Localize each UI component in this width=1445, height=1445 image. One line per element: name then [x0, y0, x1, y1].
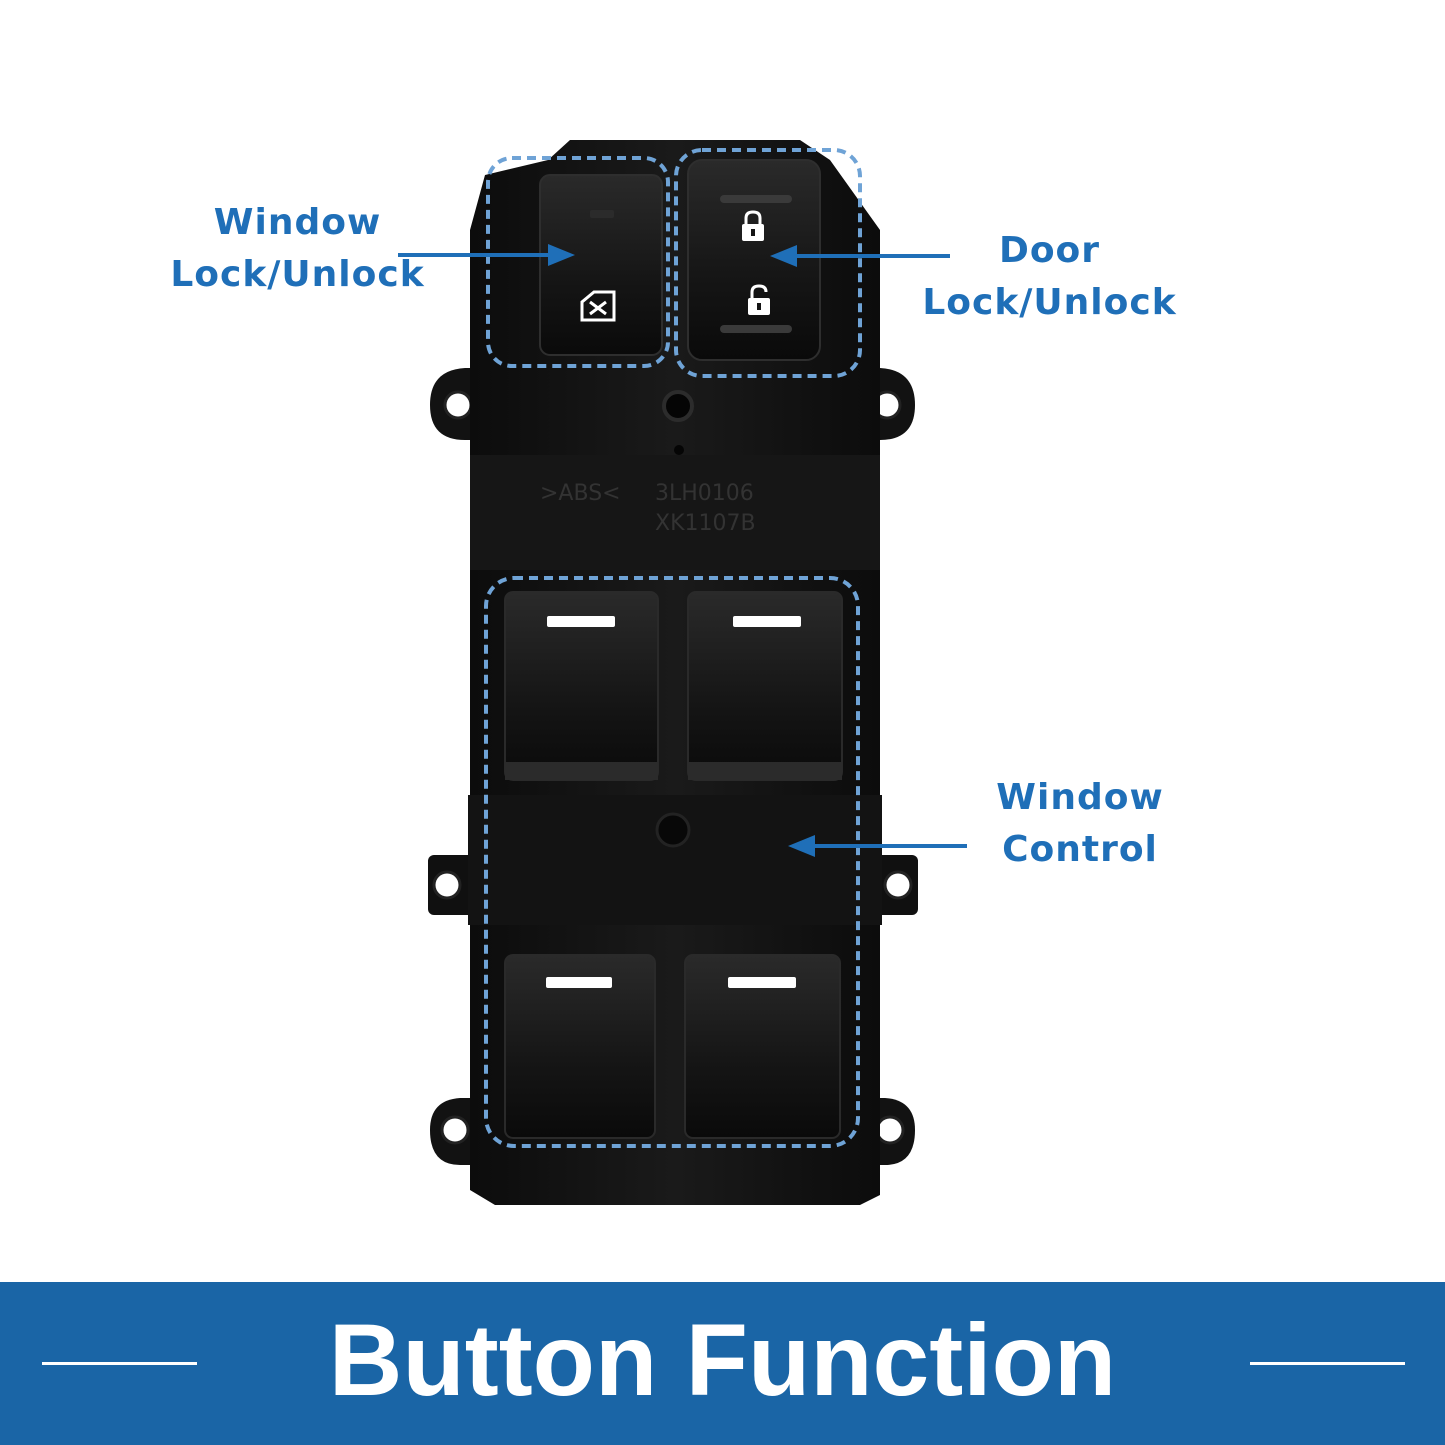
callout-window-control-line2: Control: [1002, 829, 1158, 870]
arrow-left-icon: [788, 835, 967, 857]
door-lock-button[interactable]: [687, 159, 821, 361]
window-lock-icon: [580, 290, 616, 322]
callout-door-lock: Door Lock/Unlock: [912, 225, 1187, 329]
callout-door-lock-line1: Door: [998, 230, 1101, 271]
callout-window-control: Window Control: [975, 772, 1185, 876]
arrow-left-icon: [398, 244, 575, 266]
title-banner: Button Function: [0, 1282, 1445, 1445]
window-control-rear-left[interactable]: [504, 954, 656, 1139]
lock-closed-icon: [742, 210, 764, 241]
switch-housing: [428, 140, 918, 1205]
lock-open-icon: [748, 284, 770, 315]
molded-text-line2: 3LH0106: [655, 481, 754, 506]
callout-door-lock-line2: Lock/Unlock: [922, 282, 1177, 323]
callout-window-lock-line2: Lock/Unlock: [170, 254, 425, 295]
switch-panel-figure: >ABS< 3LH0106 XK1107B: [398, 140, 967, 1205]
banner-rule-left: [42, 1362, 197, 1365]
window-lock-button[interactable]: [539, 174, 663, 356]
window-control-highlight: [484, 576, 860, 1148]
arrow-left-icon: [770, 245, 950, 267]
window-control-front-right[interactable]: [687, 591, 843, 781]
molded-text-line1: >ABS<: [540, 481, 621, 506]
callout-window-lock: Window Lock/Unlock: [160, 197, 435, 301]
molded-text: >ABS< 3LH0106 XK1107B: [540, 481, 756, 536]
window-lock-highlight: [486, 156, 670, 368]
callout-window-lock-line1: Window: [213, 202, 382, 243]
banner-title: Button Function: [328, 1303, 1117, 1417]
molded-text-line3: XK1107B: [655, 511, 756, 536]
banner-rule-right: [1250, 1362, 1405, 1365]
door-lock-highlight: [674, 148, 862, 378]
window-control-front-left[interactable]: [504, 591, 659, 781]
window-control-rear-right[interactable]: [684, 954, 841, 1139]
callout-window-control-line1: Window: [996, 777, 1164, 818]
